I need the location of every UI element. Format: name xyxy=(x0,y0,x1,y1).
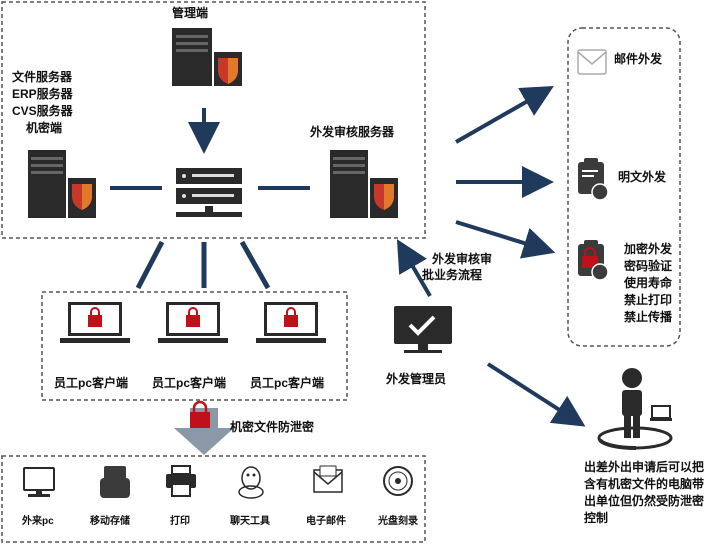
file-server-icon xyxy=(28,150,96,218)
protect-arrow-icon xyxy=(174,400,234,455)
audit-flow-label-1: 外发审核审 xyxy=(432,252,493,266)
link-client-1 xyxy=(135,240,165,290)
email-output-label: 邮件外发 xyxy=(614,52,663,66)
laptop-icon-1 xyxy=(60,302,130,343)
outputs-box xyxy=(567,27,681,347)
chat-penguin-icon xyxy=(238,466,264,499)
arrow-to-travel xyxy=(486,362,586,427)
email-output-icon xyxy=(577,49,607,75)
arrow-to-encrypted xyxy=(455,220,556,259)
central-switch-icon xyxy=(176,168,242,217)
plain-output-icon xyxy=(578,158,609,201)
plain-output-label: 明文外发 xyxy=(618,170,667,184)
channels-box xyxy=(1,455,426,543)
laptop-icon-3 xyxy=(256,302,326,343)
channel-label-email: 电子邮件 xyxy=(306,516,346,527)
usb-drive-icon xyxy=(100,466,130,498)
server-label-secret: 机密端 xyxy=(26,121,63,135)
printer-icon xyxy=(166,465,196,497)
client-label-2: 员工pc客户端 xyxy=(152,376,227,390)
channel-label-pc: 外来pc xyxy=(22,516,54,527)
disc-icon xyxy=(383,466,413,496)
admin-label: 管理端 xyxy=(172,6,209,20)
admin-to-audit-arrow xyxy=(396,239,432,298)
server-zone-box xyxy=(1,1,426,239)
admin-user-label: 外发管理员 xyxy=(386,372,447,386)
envelope-icon xyxy=(313,465,343,493)
link-client-3 xyxy=(239,240,271,290)
server-label-erp: ERP服务器 xyxy=(12,87,73,101)
encrypted-output-label-2: 密码验证 xyxy=(624,259,673,273)
server-label-file: 文件服务器 xyxy=(12,70,73,84)
encrypted-output-label-5: 禁止传播 xyxy=(624,310,673,324)
monitor-icon xyxy=(23,467,55,497)
laptop-icon-2 xyxy=(158,302,228,343)
channel-label-print: 打印 xyxy=(170,516,190,527)
client-label-3: 员工pc客户端 xyxy=(250,376,325,390)
admin-server-icon xyxy=(172,28,242,86)
channel-label-usb: 移动存储 xyxy=(90,516,130,527)
client-zone-box xyxy=(41,291,348,401)
travel-label-2: 含有机密文件的电脑带 xyxy=(584,477,705,491)
travel-label-3: 出单位但仍然受防泄密 xyxy=(584,494,705,508)
travel-label-1: 出差外出申请后可以把 xyxy=(584,460,705,474)
server-label-cvs: CVS服务器 xyxy=(12,104,73,118)
admin-user-monitor-icon xyxy=(394,306,452,353)
encrypted-output-label-1: 加密外发 xyxy=(624,242,673,256)
arrow-to-email xyxy=(455,86,554,144)
encrypted-output-icon xyxy=(578,240,609,281)
audit-flow-label-2: 批业务流程 xyxy=(422,268,483,282)
encrypted-output-label-4: 禁止打印 xyxy=(624,293,673,307)
channel-label-disc: 光盘刻录 xyxy=(378,516,418,527)
channel-label-chat: 聊天工具 xyxy=(230,516,270,527)
client-label-1: 员工pc客户端 xyxy=(54,376,129,390)
travel-person-icon xyxy=(597,368,673,451)
audit-server-icon xyxy=(330,150,398,218)
travel-label-4: 控制 xyxy=(584,511,609,525)
protect-label: 机密文件防泄密 xyxy=(230,420,315,434)
audit-server-label: 外发审核服务器 xyxy=(310,125,395,139)
encrypted-output-label-3: 使用寿命 xyxy=(624,276,673,290)
